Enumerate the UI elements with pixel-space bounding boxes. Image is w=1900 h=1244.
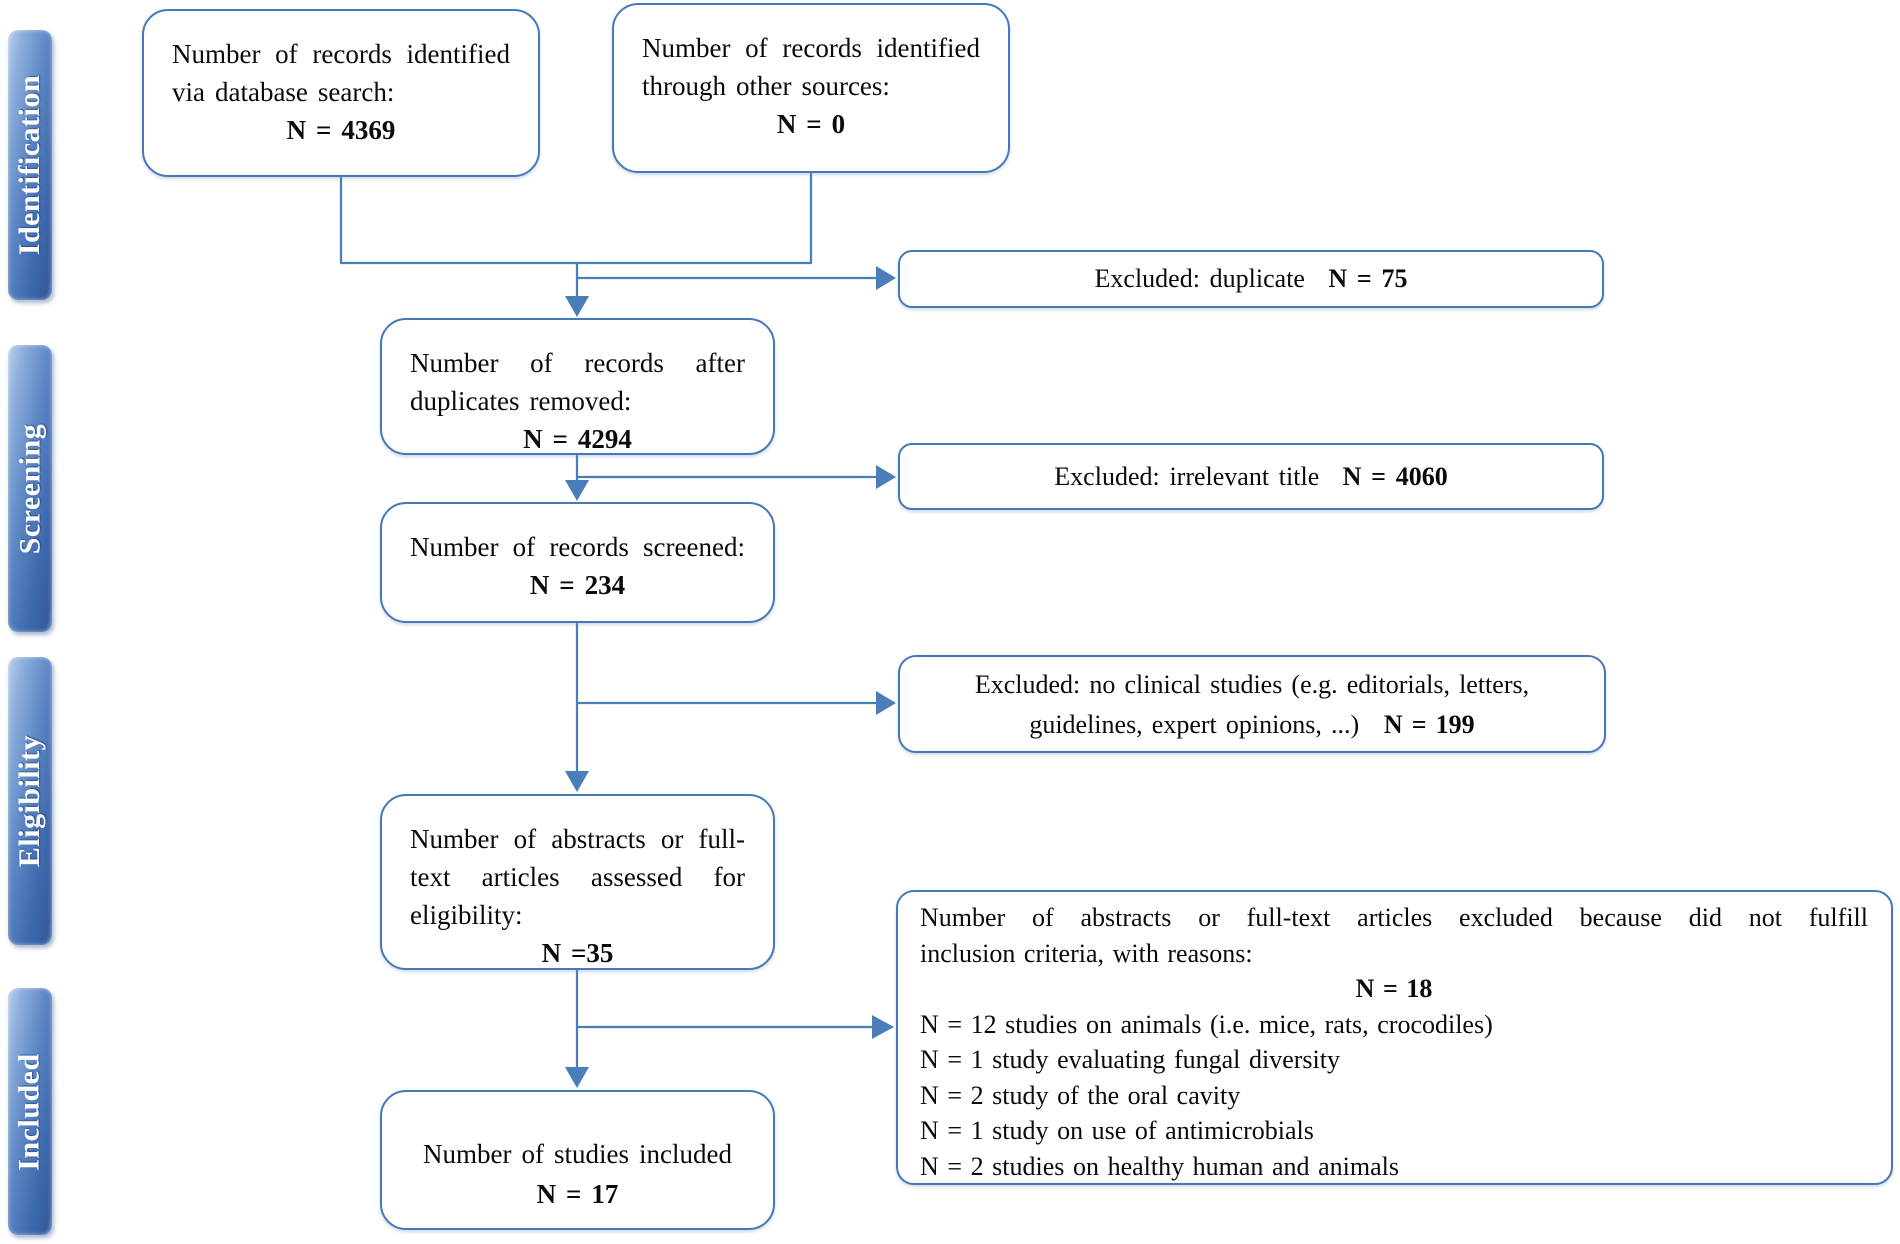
box-count: N = 17	[536, 1179, 619, 1209]
exclusion-reason: N = 1 study on use of antimicrobials	[920, 1116, 1314, 1145]
box-text-line: Number of records after	[410, 348, 745, 378]
box-count: N = 234	[529, 570, 626, 600]
box-text-line: text articles assessed for	[410, 862, 745, 892]
box-excluded-irrelevant-title: Excluded: irrelevant title N = 4060	[898, 443, 1604, 510]
box-count: N = 4294	[523, 424, 632, 454]
stage-label-included: Included	[13, 1052, 47, 1171]
box-text-line: Number of records identified	[172, 39, 510, 69]
box-text-line: guidelines, expert opinions, ...)	[1029, 710, 1360, 739]
box-text-line: Number of studies included	[423, 1139, 732, 1169]
box-studies-included: Number of studies included N = 17	[380, 1090, 775, 1230]
box-count: N = 4060	[1342, 461, 1448, 491]
box-count: N = 75	[1328, 264, 1408, 293]
box-assessed-for-eligibility: Number of abstracts or full- text articl…	[380, 794, 775, 970]
box-identified-other-sources: Number of records identified through oth…	[612, 3, 1010, 173]
box-count: N =35	[541, 938, 614, 968]
box-text-line: through other sources:	[642, 71, 890, 101]
box-excluded-duplicate: Excluded: duplicate N = 75	[898, 250, 1604, 308]
exclusion-reason: N = 2 study of the oral cavity	[920, 1080, 1241, 1110]
box-count: N = 0	[776, 109, 846, 139]
box-text-line: eligibility:	[410, 900, 523, 930]
box-excluded-with-reasons: Number of abstracts or full-text article…	[896, 890, 1893, 1185]
stage-label-screening: Screening	[13, 423, 47, 554]
box-after-duplicates-removed: Number of records after duplicates remov…	[380, 318, 775, 455]
stage-label-identification: Identification	[13, 74, 46, 256]
exclusion-reason: N = 12 studies on animals (i.e. mice, ra…	[920, 1009, 1493, 1039]
stage-bar-identification: Identification	[8, 30, 52, 300]
stage-label-eligibility: Eligibility	[13, 734, 47, 868]
box-identified-database: Number of records identified via databas…	[142, 9, 540, 177]
box-text-line: Number of records screened:	[410, 532, 745, 562]
box-count: N = 199	[1383, 710, 1475, 739]
box-text-line: Excluded: duplicate	[1094, 264, 1305, 293]
box-count: N = 4369	[286, 115, 396, 145]
box-text-line: via database search:	[172, 77, 395, 107]
box-text-line: Excluded: no clinical studies (e.g. edit…	[974, 670, 1530, 699]
box-text-line: Number of abstracts or full-text article…	[920, 903, 1868, 932]
box-text-line: Number of records identified	[642, 33, 980, 63]
box-text-line: inclusion criteria, with reasons:	[920, 938, 1253, 968]
box-excluded-no-clinical-studies: Excluded: no clinical studies (e.g. edit…	[898, 655, 1606, 753]
box-text-line: Excluded: irrelevant title	[1054, 461, 1320, 491]
box-records-screened: Number of records screened: N = 234	[380, 502, 775, 623]
stage-bar-included: Included	[8, 988, 52, 1235]
exclusion-reason: N = 2 studies on healthy human and anima…	[920, 1151, 1400, 1181]
box-text-line: duplicates removed:	[410, 386, 632, 416]
box-count: N = 18	[1355, 974, 1433, 1003]
exclusion-reason: N = 1 study evaluating fungal diversity	[920, 1045, 1340, 1074]
stage-bar-screening: Screening	[8, 345, 52, 632]
box-text-line: Number of abstracts or full-	[410, 824, 745, 854]
stage-bar-eligibility: Eligibility	[8, 657, 52, 945]
